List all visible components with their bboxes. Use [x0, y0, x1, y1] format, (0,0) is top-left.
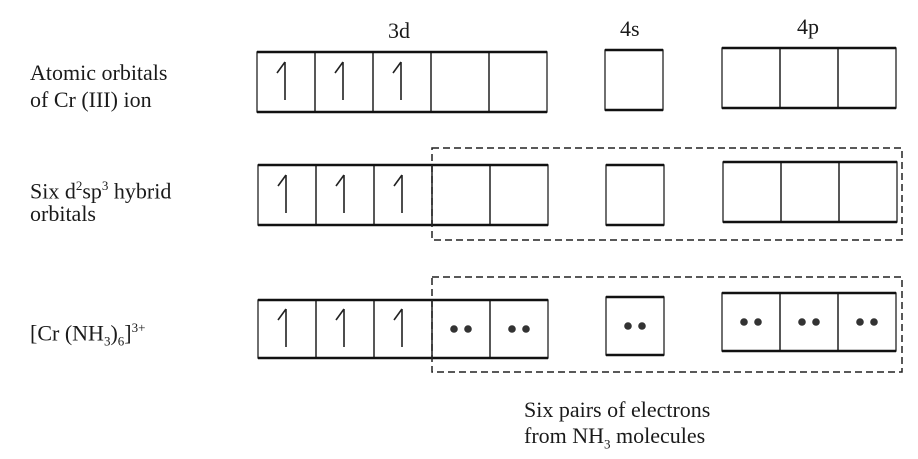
electron-dot: [856, 318, 864, 326]
orbital-4p-box: [779, 292, 839, 352]
row1-label-line1: Atomic orbitals: [30, 60, 168, 85]
label-text: ]: [124, 320, 132, 346]
row2-label-line1: Six d2sp3 hybrid: [30, 173, 171, 204]
half-arrow-up-icon: [335, 174, 345, 213]
row2-label-line2: orbitals: [30, 201, 96, 226]
label-sup: 2: [75, 178, 83, 193]
half-arrow-up-icon: [334, 61, 344, 100]
orbital-3d-box: [373, 164, 433, 226]
electron-dot: [754, 318, 762, 326]
orbital-4s-box: [604, 49, 664, 111]
half-arrow-up-icon: [276, 61, 286, 100]
electron-dot: [508, 325, 516, 333]
orbital-3d-box: [488, 51, 548, 113]
orbital-3d-box: [315, 164, 375, 226]
half-arrow-up-icon: [335, 308, 345, 347]
electron-dot: [812, 318, 820, 326]
electron-dot: [638, 322, 646, 330]
orbital-4p-box: [780, 161, 840, 223]
orbital-3d-box: [489, 164, 549, 226]
orbital-4p-box: [722, 161, 782, 223]
label-text: sp: [82, 178, 102, 204]
label-sub: 3: [103, 333, 111, 349]
orbital-3d-box: [430, 51, 490, 113]
orbital-4p-box: [837, 47, 897, 109]
half-arrow-up-icon: [393, 308, 403, 347]
half-arrow-up-icon: [277, 308, 287, 347]
orbital-3d-box: [257, 299, 317, 359]
caption-text: from NH: [524, 423, 605, 448]
electron-dot: [798, 318, 806, 326]
electron-dot: [522, 325, 530, 333]
orbital-3d-box: [431, 299, 491, 359]
orbital-4p-box: [721, 292, 781, 352]
half-arrow-up-icon: [392, 61, 402, 100]
orbital-4s-box: [605, 296, 665, 356]
orbital-4s-box: [605, 164, 665, 226]
label-text: ): [110, 320, 118, 346]
label-sup: 3: [101, 178, 109, 193]
electron-dot: [740, 318, 748, 326]
half-arrow-up-icon: [277, 174, 287, 213]
orbital-3d-box: [257, 164, 317, 226]
orbital-3d-box: [256, 51, 316, 113]
orbital-3d-box: [489, 299, 549, 359]
header-4p: 4p: [797, 14, 819, 39]
label-text: Six d: [30, 178, 76, 204]
orbital-4p-box: [721, 47, 781, 109]
caption-text: molecules: [610, 423, 706, 448]
orbital-3d-box: [315, 299, 375, 359]
orbital-3d-box: [373, 299, 433, 359]
half-arrow-up-icon: [393, 174, 403, 213]
electron-dot: [870, 318, 878, 326]
hybrid-orbitals-dashed-box: [431, 147, 903, 241]
caption-line2: from NH3 molecules: [524, 423, 705, 457]
electron-dot: [450, 325, 458, 333]
orbital-3d-box: [372, 51, 432, 113]
electron-dot: [464, 325, 472, 333]
row3-label: [Cr (NH3)6]3+: [30, 315, 145, 355]
label-text: [Cr (NH: [30, 320, 104, 346]
hybrid-orbitals-dashed-box: [431, 276, 903, 373]
caption-sub: 3: [604, 436, 611, 452]
label-sub: 6: [117, 333, 125, 349]
electron-dot: [624, 322, 632, 330]
orbital-4p-box: [838, 161, 898, 223]
orbital-4p-box: [837, 292, 897, 352]
row1-label-line2: of Cr (III) ion: [30, 87, 152, 112]
header-3d: 3d: [388, 18, 410, 43]
caption-line1: Six pairs of electrons: [524, 397, 711, 422]
label-sup: 3+: [131, 320, 146, 335]
orbital-3d-box: [314, 51, 374, 113]
header-4s: 4s: [620, 16, 640, 41]
orbital-4p-box: [779, 47, 839, 109]
orbital-3d-box: [431, 164, 491, 226]
label-text: hybrid: [108, 178, 172, 204]
